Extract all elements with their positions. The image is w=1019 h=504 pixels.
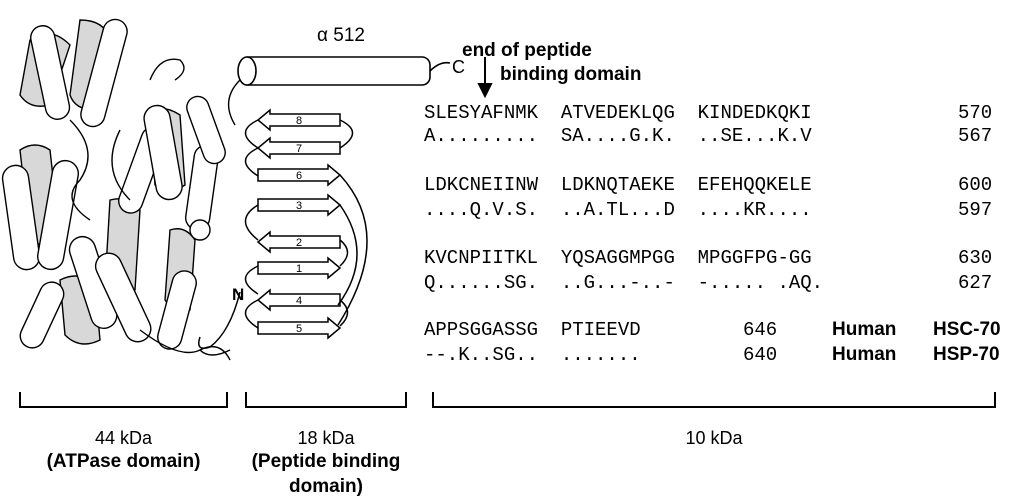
beta-strand-label: 8 bbox=[296, 115, 302, 127]
peptide-domain-size: 18 kDa bbox=[297, 428, 355, 448]
protein-label-hsp70: HSP-70 bbox=[933, 344, 1000, 365]
domain-brackets bbox=[19, 392, 996, 408]
hsc70-seq-block-3: KVCNPIITKL YQSAGGMPGG MPGGFPG-GG bbox=[424, 247, 812, 269]
beta-strand-label: 6 bbox=[296, 170, 302, 182]
protein-label-hsc70: HSC-70 bbox=[933, 319, 1001, 340]
hsc70-pos-1: 570 bbox=[958, 102, 993, 124]
hsc70-pos-3: 630 bbox=[958, 247, 993, 269]
peptide-binding-bracket bbox=[245, 392, 407, 408]
beta-strand-label: 1 bbox=[296, 263, 302, 275]
beta-strand-label: 7 bbox=[296, 143, 302, 155]
end-note-line2: binding domain bbox=[500, 64, 642, 85]
beta-strand-label: 2 bbox=[296, 237, 302, 249]
beta-strand-2 bbox=[256, 230, 341, 254]
hsp70-seq-block-2: ....Q.V.S. ..A.TL...D ....KR.... bbox=[424, 199, 812, 221]
ctd-domain-size: 10 kDa bbox=[685, 428, 743, 448]
end-domain-arrow bbox=[477, 57, 493, 99]
end-note-line1: end of peptide bbox=[462, 40, 592, 61]
ctd-bracket bbox=[432, 392, 996, 408]
beta-strand-label: 3 bbox=[296, 200, 302, 212]
hsc70-pos-4: 646 bbox=[743, 319, 778, 341]
hsc70-seq-block-2: LDKCNEIINW LDKNQTAEKE EFEHQQKELE bbox=[424, 174, 812, 196]
species-label-1: Human bbox=[832, 319, 897, 340]
beta-strand-label: 4 bbox=[296, 295, 302, 307]
atpase-domain-ribbon bbox=[1, 18, 231, 361]
hsp70-pos-2: 597 bbox=[958, 199, 993, 221]
beta-strand-7 bbox=[256, 136, 341, 160]
beta-sheet: 8 7 6 3 2 1 4 5 bbox=[256, 108, 342, 340]
hsp70-seq-block-1: A......... SA....G.K. ..SE...K.V bbox=[424, 125, 812, 147]
beta-strand-6 bbox=[257, 163, 342, 187]
beta-strand-label: 5 bbox=[296, 323, 302, 335]
hsp70-pos-4: 640 bbox=[743, 344, 778, 366]
hsp70-seq-block-3: Q......SG. ..G...-..- -..... .AQ. bbox=[424, 272, 824, 294]
hsp70-seq-block-4: --.K..SG.. ....... bbox=[424, 344, 641, 366]
hsp70-pos-3: 627 bbox=[958, 272, 993, 294]
atpase-domain-size: 44 kDa bbox=[94, 428, 153, 448]
beta-sheet-loops bbox=[198, 119, 368, 349]
hsc70-seq-block-1: SLESYAFNMK ATVEDEKLQG KINDEDKQKI bbox=[424, 102, 812, 124]
peptide-domain-name-line2: domain) bbox=[289, 476, 363, 497]
atpase-domain-name: (ATPase domain) bbox=[46, 451, 201, 472]
beta-strand-1 bbox=[257, 256, 342, 280]
atpase-bracket bbox=[19, 392, 228, 408]
beta-strand-5 bbox=[257, 316, 342, 340]
c-terminus-label: C bbox=[452, 57, 465, 77]
helix-alpha-512 bbox=[227, 56, 451, 126]
helix-label: α 512 bbox=[317, 25, 365, 46]
beta-strand-3 bbox=[257, 193, 342, 217]
beta-strand-4 bbox=[256, 288, 341, 312]
n-terminus-label: N bbox=[232, 285, 244, 304]
beta-strand-8 bbox=[256, 108, 341, 132]
hsc70-seq-block-4: APPSGGASSG PTIEEVD bbox=[424, 319, 641, 341]
hsc70-pos-2: 600 bbox=[958, 174, 993, 196]
hsp70-pos-1: 567 bbox=[958, 125, 993, 147]
species-label-2: Human bbox=[832, 344, 897, 365]
peptide-domain-name-line1: (Peptide binding bbox=[251, 451, 401, 472]
